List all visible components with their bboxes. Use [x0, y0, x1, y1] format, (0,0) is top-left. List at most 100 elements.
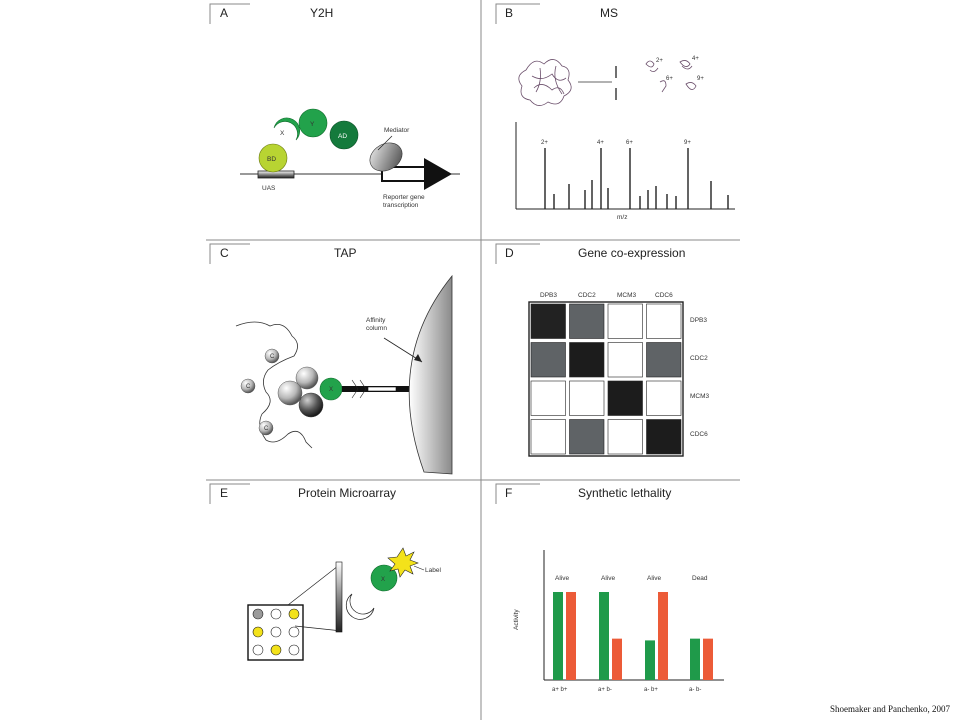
complex-sphere-1: [295, 366, 319, 390]
matrix-cell: [530, 342, 566, 378]
ad-label: AD: [338, 133, 347, 140]
matrix-cell: [607, 303, 643, 339]
panel-a-letter: A: [220, 6, 228, 20]
array-spot: [288, 626, 300, 638]
group-annotation: Alive: [555, 575, 569, 582]
matrix-cell: [530, 380, 566, 416]
panel-f: F Synthetic lethality Activity Alive a+ b+…: [495, 483, 724, 693]
x-probe-protein: [370, 564, 398, 592]
tap-x-label: X: [329, 387, 333, 393]
peak-label-1: 2+: [541, 140, 548, 146]
y-protein: [298, 108, 328, 138]
panel-d-title: Gene co-expression: [578, 246, 685, 260]
contaminant-protein-3: [258, 420, 274, 436]
panel-b-letter: B: [505, 6, 513, 20]
array-spot: [252, 644, 264, 656]
matrix-cell: [569, 342, 605, 378]
frag-label-2: 2+: [656, 58, 663, 64]
gene-col-3: MCM3: [617, 292, 637, 299]
panel-grid: [206, 0, 740, 720]
matrix-cell: [607, 380, 643, 416]
array-spot: [252, 626, 264, 638]
frag-label-9: 9+: [697, 76, 704, 82]
array-spot: [270, 608, 282, 620]
gene-row-1: DPB3: [690, 317, 707, 324]
matrix-cell: [607, 342, 643, 378]
gene-col-1: DPB3: [540, 292, 557, 299]
matrix-cell: [607, 419, 643, 455]
gene-col-4: CDC6: [655, 292, 673, 299]
peptide-fragments-icon: [645, 60, 697, 93]
x-tick-label: a+ b-: [598, 687, 612, 693]
mz-axis-label: m/z: [617, 214, 627, 221]
label-text: Label: [425, 567, 441, 574]
reporter-label-1: Reporter gene: [383, 194, 425, 201]
x-label: X: [280, 130, 285, 137]
affinity-column: [408, 274, 453, 475]
panel-e-letter: E: [220, 486, 228, 500]
group-annotation: Alive: [647, 575, 661, 582]
panel-f-title: Synthetic lethality: [578, 486, 671, 500]
array-spot: [288, 608, 300, 620]
array-spot: [270, 644, 282, 656]
frag-label-4: 4+: [692, 56, 699, 62]
bar: [612, 638, 622, 680]
bait-protein-shape: [345, 593, 375, 620]
bar: [658, 592, 668, 680]
x-tick-label: a+ b+: [552, 687, 568, 693]
protein-complex-icon: [518, 59, 572, 106]
panel-a-title: Y2H: [310, 6, 333, 20]
panel-c-letter: C: [220, 246, 229, 260]
matrix-cell: [569, 419, 605, 455]
bd-label: BD: [267, 156, 276, 163]
panel-c: C TAP C C C X Affinity column: [209, 243, 453, 475]
contaminant-protein-1: [264, 348, 280, 364]
matrix-cell: [530, 303, 566, 339]
matrix-cell: [646, 342, 682, 378]
array-spot: [252, 608, 264, 620]
gene-row-2: CDC2: [690, 355, 708, 362]
panel-e: E Protein Microarray X Label: [209, 483, 441, 661]
affinity-label-1: Affinity: [366, 317, 386, 324]
panel-d: D Gene co-expression DPB3 CDC2 MCM3 CDC6…: [495, 243, 710, 457]
tag-segment: [367, 386, 397, 392]
panel-d-letter: D: [505, 246, 514, 260]
matrix-cell: [530, 419, 566, 455]
gene-row-4: CDC6: [690, 431, 708, 438]
bar: [690, 638, 700, 680]
chart-ylabel: Activity: [513, 609, 520, 630]
peak-label-2: 4+: [597, 140, 604, 146]
reporter-label-2: transcription: [383, 202, 419, 209]
x-tick-label: a- b+: [644, 687, 658, 693]
mediator-label: Mediator: [384, 127, 410, 134]
peak-label-4: 9+: [684, 140, 691, 146]
coexpression-matrix: [528, 301, 684, 457]
figure-credit: Shoemaker and Panchenko, 2007: [830, 704, 950, 714]
x-protein: [273, 117, 300, 141]
cell-lysate-outline: [235, 321, 313, 449]
bd-protein: [258, 143, 288, 173]
array-spot: [288, 644, 300, 656]
panel-a: A Y2H UAS Reporter gene transcription Me…: [209, 3, 460, 209]
bar: [553, 592, 563, 680]
array-spot: [270, 626, 282, 638]
frag-label-6: 6+: [666, 76, 673, 82]
matrix-cell: [646, 303, 682, 339]
y-label: Y: [310, 121, 315, 128]
panel-e-title: Protein Microarray: [298, 486, 396, 500]
label-star-icon: [387, 547, 419, 578]
ad-protein: [329, 120, 359, 150]
panel-f-letter: F: [505, 486, 512, 500]
panel-b: B MS 2+ 4+ 6+ 9+: [495, 3, 735, 221]
group-annotation: Alive: [601, 575, 615, 582]
bar: [645, 640, 655, 680]
bar: [566, 592, 576, 680]
uas-label: UAS: [262, 185, 276, 192]
matrix-cell: [646, 380, 682, 416]
bar: [599, 592, 609, 680]
slide-edge: [335, 561, 343, 633]
matrix-cell: [646, 419, 682, 455]
reporter-arrow: [424, 158, 452, 190]
